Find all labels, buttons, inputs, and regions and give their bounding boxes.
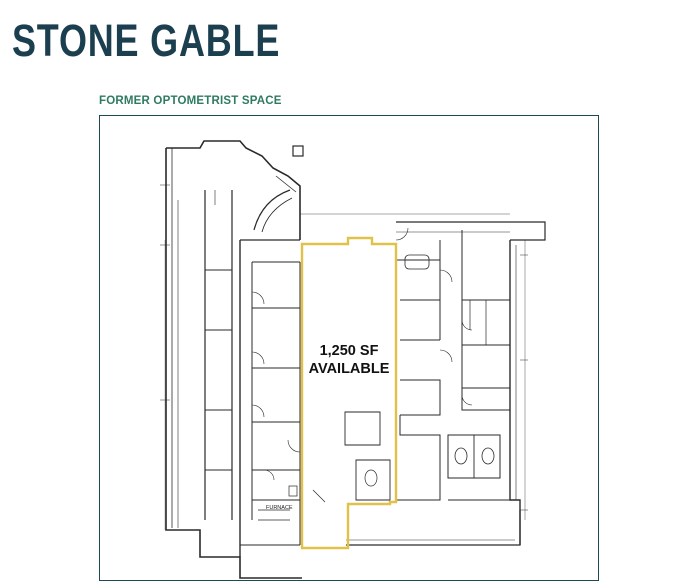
section-title: FORMER OPTOMETRIST SPACE [99,95,282,107]
available-area-label: 1,250 SF AVAILABLE [304,342,394,378]
available-space-outline [300,236,398,550]
available-area-status: AVAILABLE [308,361,390,377]
available-area-size: 1,250 SF [319,343,379,359]
furnace-room-label: FURNACE [266,505,293,511]
floor-plan-frame [99,115,599,581]
brand-logo: STONE GABLE [12,15,281,66]
